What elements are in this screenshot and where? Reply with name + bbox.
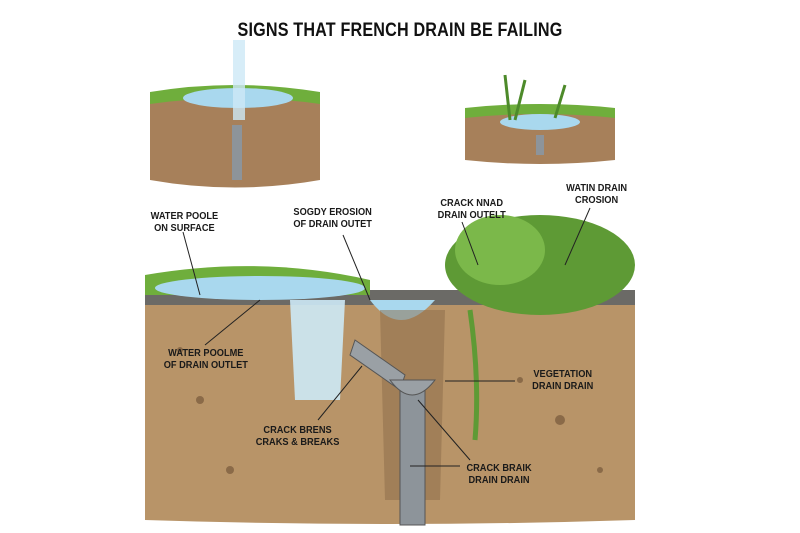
leader-lines — [182, 207, 591, 467]
vignette-clogged — [465, 74, 615, 164]
page-title: SIGNS THAT FRENCH DRAIN BE FAILING — [237, 20, 563, 41]
main-cross-section — [145, 215, 635, 526]
vignette-pooling — [150, 40, 320, 188]
